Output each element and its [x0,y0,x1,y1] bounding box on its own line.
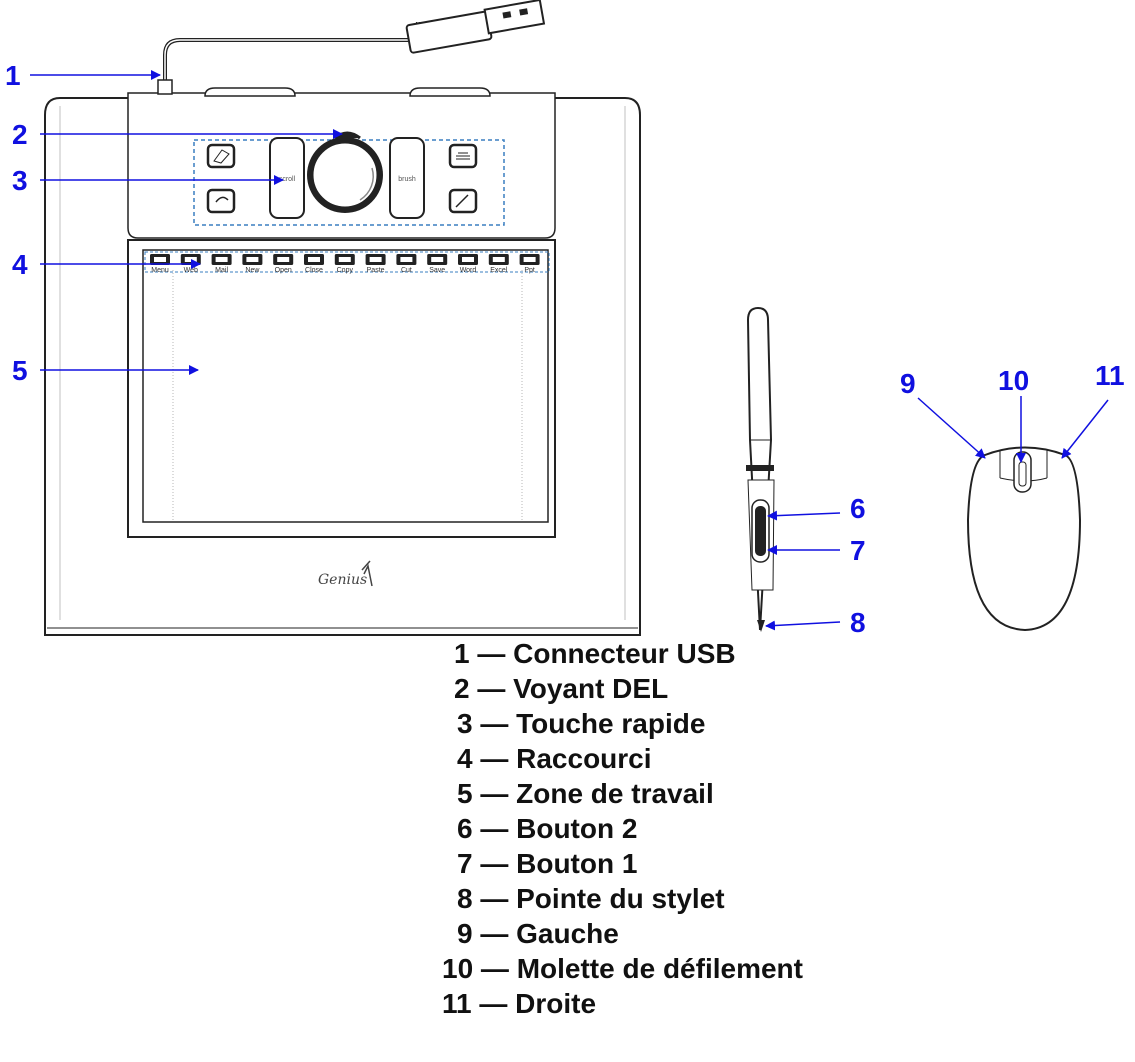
shortcut-label: Excel [490,267,508,274]
shortcut-new-icon[interactable]: New [242,254,263,274]
legend-item: 5 — Zone de travail [457,778,714,809]
shortcut-ppt-icon[interactable]: Ppt [519,254,540,274]
shortcut-label: Close [305,267,323,274]
shortcut-label: Menu [151,267,169,274]
callout-number: 7 [850,535,866,566]
shortcut-open-icon[interactable]: Open [273,254,294,274]
hotkey-eraser-button[interactable] [206,143,236,169]
shortcut-label: Save [429,267,445,274]
callout-number: 2 [12,119,28,150]
hotkey-undo-button[interactable] [206,188,236,214]
shortcut-menu-icon[interactable]: Menu [150,254,170,274]
callout-number: 9 [900,368,916,399]
callout-number: 6 [850,493,866,524]
scroll-dial[interactable] [307,137,383,213]
shortcut-word-icon[interactable]: Word [458,254,478,274]
shortcut-save-icon[interactable]: Save [427,254,448,274]
mouse-scroll-wheel [1013,451,1032,493]
hotkey-layers-button[interactable] [448,143,478,169]
scroll-label: scroll [279,176,296,183]
legend-item: 10 — Molette de défilement [442,953,803,984]
shortcut-label: Word [460,267,477,274]
callout-number: 8 [850,607,866,638]
callout-number: 10 [998,365,1029,396]
hotkey-brush-strip[interactable]: brush [389,137,425,219]
hotkey-scroll-strip[interactable]: scroll [269,137,305,219]
callout-number: 5 [12,355,28,386]
shortcut-label: Web [184,267,198,274]
shortcut-label: Open [275,267,292,274]
legend-item: 9 — Gauche [457,918,619,949]
shortcut-close-icon[interactable]: Close [304,254,324,274]
shortcut-label: New [245,267,260,274]
legend-item: 6 — Bouton 2 [457,813,638,844]
shortcut-label: Mail [215,267,228,274]
callout-number: 11 [1095,360,1125,391]
shortcut-label: Cut [401,267,412,274]
legend-item: 2 — Voyant DEL [454,673,669,704]
shortcut-label: Copy [337,267,354,274]
leader-lines [30,70,1109,631]
legend-item: 8 — Pointe du stylet [457,883,725,914]
brush-label: brush [398,176,416,183]
legend-item: 3 — Touche rapide [457,708,706,739]
shortcut-mail-icon[interactable]: Mail [211,254,232,274]
legend: 1 — Connecteur USB 2 — Voyant DEL 3 — To… [440,636,940,1021]
brand-mark-icon [361,560,373,587]
shortcut-label: Ppt [524,267,535,274]
callout-number: 4 [12,249,28,280]
shortcut-excel-icon[interactable]: Excel [488,254,509,274]
callout-number: 1 [5,60,21,91]
legend-item: 1 — Connecteur USB [454,638,736,669]
shortcut-icons: Menu Web Mail New Open Close Copy Paste Cut Save W… [150,254,540,274]
shortcut-bar [144,251,550,273]
shortcut-paste-icon[interactable]: Paste [365,254,386,274]
legend-item: 4 — Raccourci [457,743,652,774]
shortcut-label: Paste [367,267,385,274]
callout-number: 3 [12,165,28,196]
shortcut-copy-icon[interactable]: Copy [334,254,355,274]
legend-item: 11 — Droite [442,988,597,1019]
usb-cable [163,22,420,95]
working-area-frame [127,239,556,538]
legend-item: 7 — Bouton 1 [457,848,638,879]
stylus [746,306,775,631]
stylus-tip [757,620,765,632]
brand-logo: Genius [318,572,367,588]
usb-plug-icon [405,0,546,54]
hotkey-pen-button[interactable] [448,188,478,214]
shortcut-cut-icon[interactable]: Cut [396,254,417,274]
